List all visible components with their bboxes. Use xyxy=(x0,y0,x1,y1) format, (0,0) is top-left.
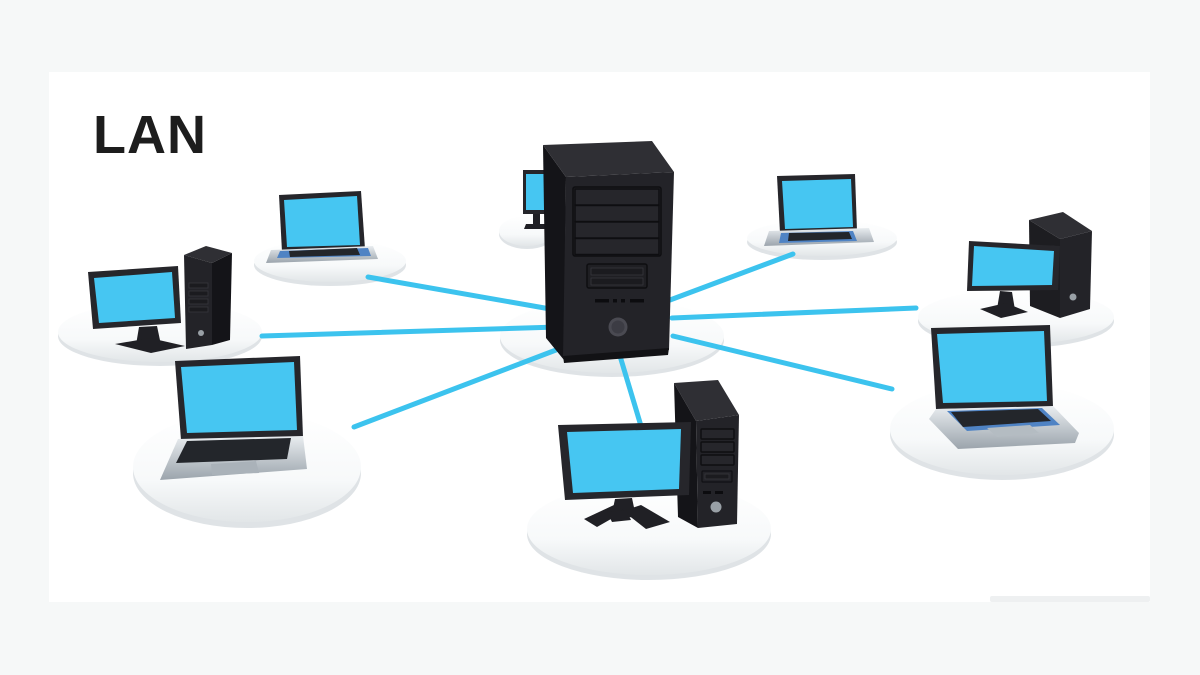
tower-top xyxy=(184,246,232,263)
laptop-touchpad xyxy=(987,425,1039,437)
laptop-screen xyxy=(284,196,360,247)
server-port-slot xyxy=(590,267,644,276)
network-links xyxy=(259,251,919,430)
server-bottom-edge xyxy=(563,348,669,363)
tower-port xyxy=(703,491,711,494)
laptop-keyboard xyxy=(176,438,291,463)
laptop-keyboard xyxy=(788,232,852,241)
laptop-screen xyxy=(937,331,1047,403)
page-title: LAN xyxy=(93,105,207,165)
laptop-screen xyxy=(181,362,297,433)
server-port xyxy=(613,299,617,303)
tower-power-button xyxy=(710,501,722,513)
tower-top xyxy=(1029,212,1092,239)
link-server-desktop-right xyxy=(669,305,919,321)
server-port xyxy=(595,299,609,303)
server-port xyxy=(621,299,625,303)
tower-drive-bay xyxy=(700,454,735,466)
server-port xyxy=(630,299,644,303)
laptop-keyboard xyxy=(289,248,360,257)
link-server-laptop-bottom-left xyxy=(351,347,559,430)
monitor-base xyxy=(115,338,185,353)
tower-port-slot xyxy=(704,473,730,480)
laptop-bottom-right xyxy=(929,325,1079,449)
link-server-laptop-top-left xyxy=(365,274,559,313)
desktop-right xyxy=(967,212,1092,318)
server-drive-bay xyxy=(574,237,660,256)
server-top xyxy=(543,141,674,177)
monitor-screen xyxy=(526,174,548,210)
server-power-button-inner xyxy=(611,320,625,334)
tower-port-panel xyxy=(701,470,733,483)
link-server-laptop-top-right xyxy=(667,251,796,303)
monitor-screen xyxy=(94,272,175,323)
laptop-keyboard xyxy=(951,409,1051,427)
tower-side xyxy=(212,253,232,345)
monitor-foot xyxy=(623,505,670,529)
desktop-left xyxy=(88,246,232,353)
tower-top xyxy=(674,380,739,421)
monitor-screen xyxy=(972,246,1054,286)
server-side xyxy=(543,145,566,360)
desktop-bottom xyxy=(558,380,739,529)
server-tower xyxy=(543,141,674,363)
laptop-top-left xyxy=(266,191,378,263)
server-drive-bay xyxy=(574,221,660,239)
tower-vent xyxy=(188,298,209,305)
tower-vent xyxy=(188,282,209,289)
monitor-foot xyxy=(607,510,631,522)
laptop-bottom-left xyxy=(160,356,307,480)
server-drive-bay xyxy=(574,204,660,223)
watermark-smudge xyxy=(990,596,1150,602)
link-server-desktop-bottom xyxy=(617,353,644,429)
tower-vent xyxy=(188,306,209,313)
tower-drive-bay xyxy=(700,428,735,440)
server-drive-bay xyxy=(574,188,660,206)
monitor-screen xyxy=(567,429,681,493)
link-server-desktop-left xyxy=(259,324,561,339)
tower-power-button xyxy=(198,330,204,336)
laptop-top-right xyxy=(764,174,874,246)
link-server-laptop-bottom-right xyxy=(670,333,895,392)
tower-power-button xyxy=(1069,293,1077,301)
tower-drive-bay xyxy=(700,441,735,453)
server-port-slot xyxy=(590,277,644,286)
server-bay-frame xyxy=(572,186,662,257)
monitor-base xyxy=(980,303,1028,318)
tower-port xyxy=(715,491,723,494)
laptop-screen xyxy=(782,179,853,229)
tower-vent xyxy=(188,290,209,297)
monitor-stand xyxy=(533,214,540,224)
monitor-foot xyxy=(584,505,625,527)
laptop-touchpad xyxy=(211,461,259,475)
tower-front xyxy=(1060,231,1092,318)
